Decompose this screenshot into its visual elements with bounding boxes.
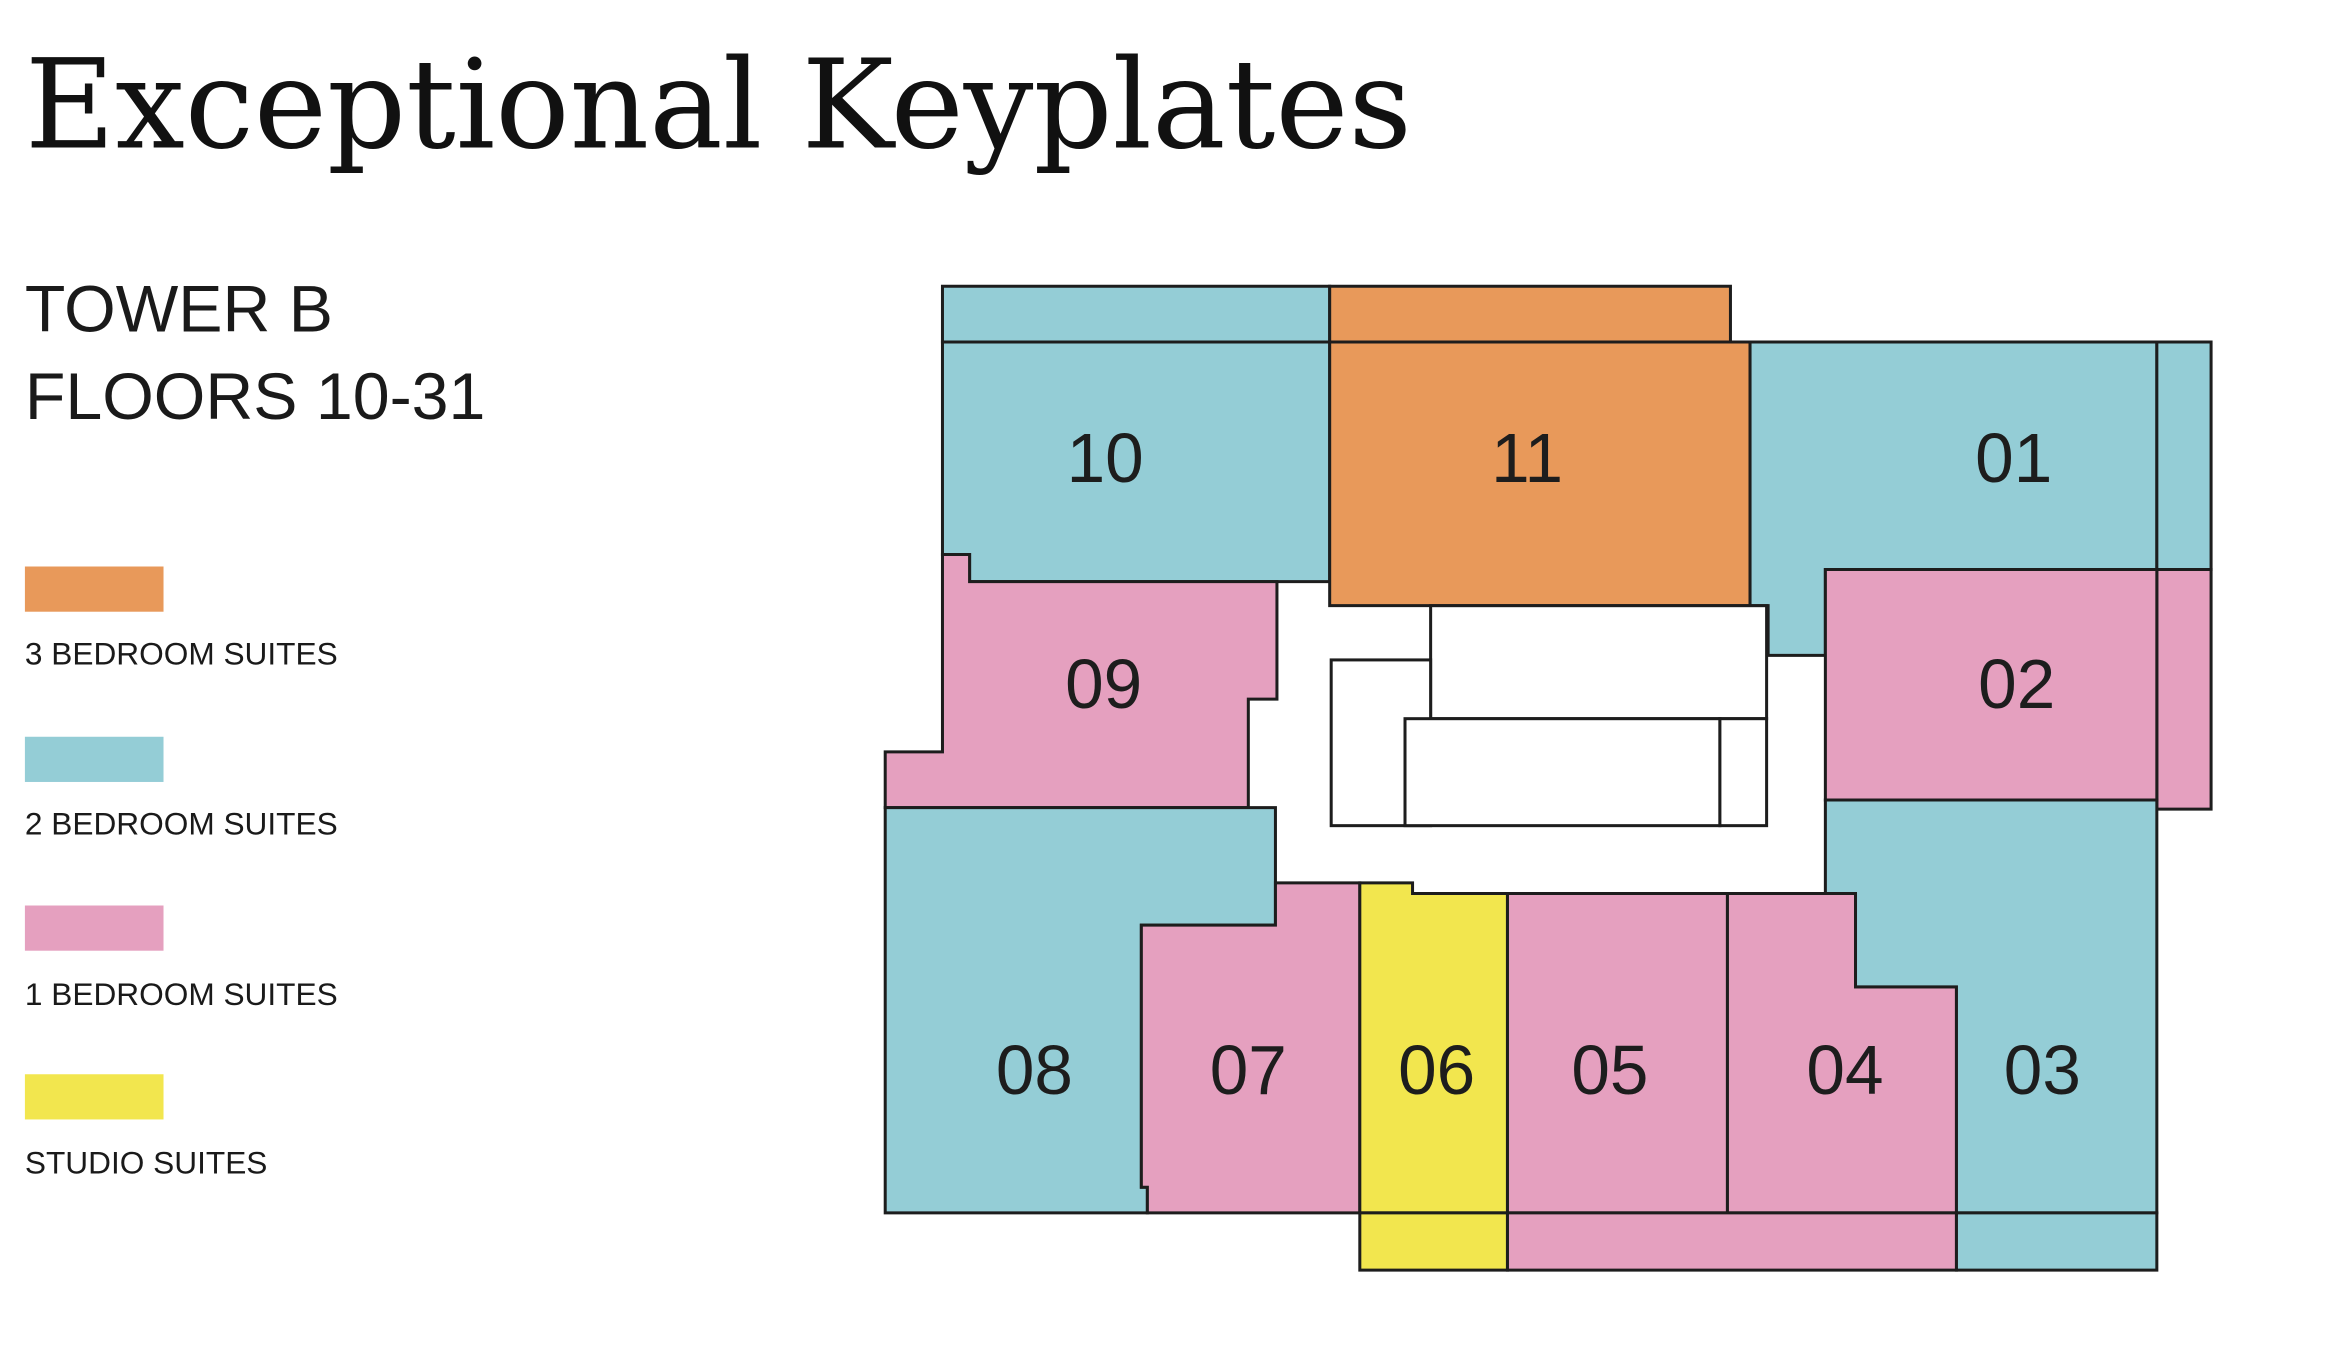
tower-label: TOWER B bbox=[25, 272, 333, 346]
legend: 3 BEDROOM SUITES 2 BEDROOM SUITES 1 BEDR… bbox=[24, 566, 338, 1181]
legend-label-2-bedroom: 2 BEDROOM SUITES bbox=[25, 806, 338, 842]
page-title: Exceptional Keyplates bbox=[25, 34, 1412, 178]
unit-label-04: 04 bbox=[1806, 1031, 1883, 1109]
unit-label-07: 07 bbox=[1210, 1031, 1287, 1109]
building-core bbox=[1329, 604, 1769, 828]
balcony-unit-02 bbox=[2155, 568, 2213, 811]
legend-swatch-3-bedroom bbox=[24, 566, 164, 612]
legend-swatch-studio bbox=[24, 1074, 164, 1120]
unit-label-08: 08 bbox=[996, 1031, 1073, 1109]
legend-swatch-1-bedroom bbox=[24, 905, 164, 951]
unit-label-03: 03 bbox=[2004, 1031, 2081, 1109]
core-room bbox=[1718, 717, 1769, 828]
balcony-unit-01 bbox=[2155, 340, 2213, 572]
unit-label-05: 05 bbox=[1571, 1031, 1648, 1109]
unit-label-06: 06 bbox=[1398, 1031, 1475, 1109]
legend-swatch-2-bedroom bbox=[24, 736, 164, 782]
balcony-units-04-05 bbox=[1505, 1211, 1958, 1272]
unit-label-09: 09 bbox=[1065, 645, 1142, 723]
unit-label-11: 11 bbox=[1491, 419, 1563, 497]
legend-label-3-bedroom: 3 BEDROOM SUITES bbox=[25, 635, 338, 671]
unit-label-01: 01 bbox=[1975, 419, 2052, 497]
balcony-unit-03 bbox=[1954, 1211, 2159, 1272]
legend-label-studio: STUDIO SUITES bbox=[25, 1145, 267, 1181]
balcony-unit-06 bbox=[1358, 1211, 1509, 1272]
balcony-unit-11 bbox=[1328, 284, 1732, 344]
legend-label-1-bedroom: 1 BEDROOM SUITES bbox=[25, 976, 338, 1012]
balcony-unit-10 bbox=[940, 284, 1332, 344]
unit-label-10: 10 bbox=[1067, 419, 1144, 497]
core-room bbox=[1429, 604, 1769, 721]
floors-label: FLOORS 10-31 bbox=[25, 360, 485, 434]
core-room bbox=[1403, 717, 1722, 828]
unit-03[interactable] bbox=[1823, 798, 2159, 1215]
floor-plan: 10 11 01 09 02 08 07 06 05 04 03 bbox=[883, 284, 2213, 1272]
unit-09[interactable] bbox=[883, 552, 1279, 810]
unit-label-02: 02 bbox=[1978, 645, 2055, 723]
